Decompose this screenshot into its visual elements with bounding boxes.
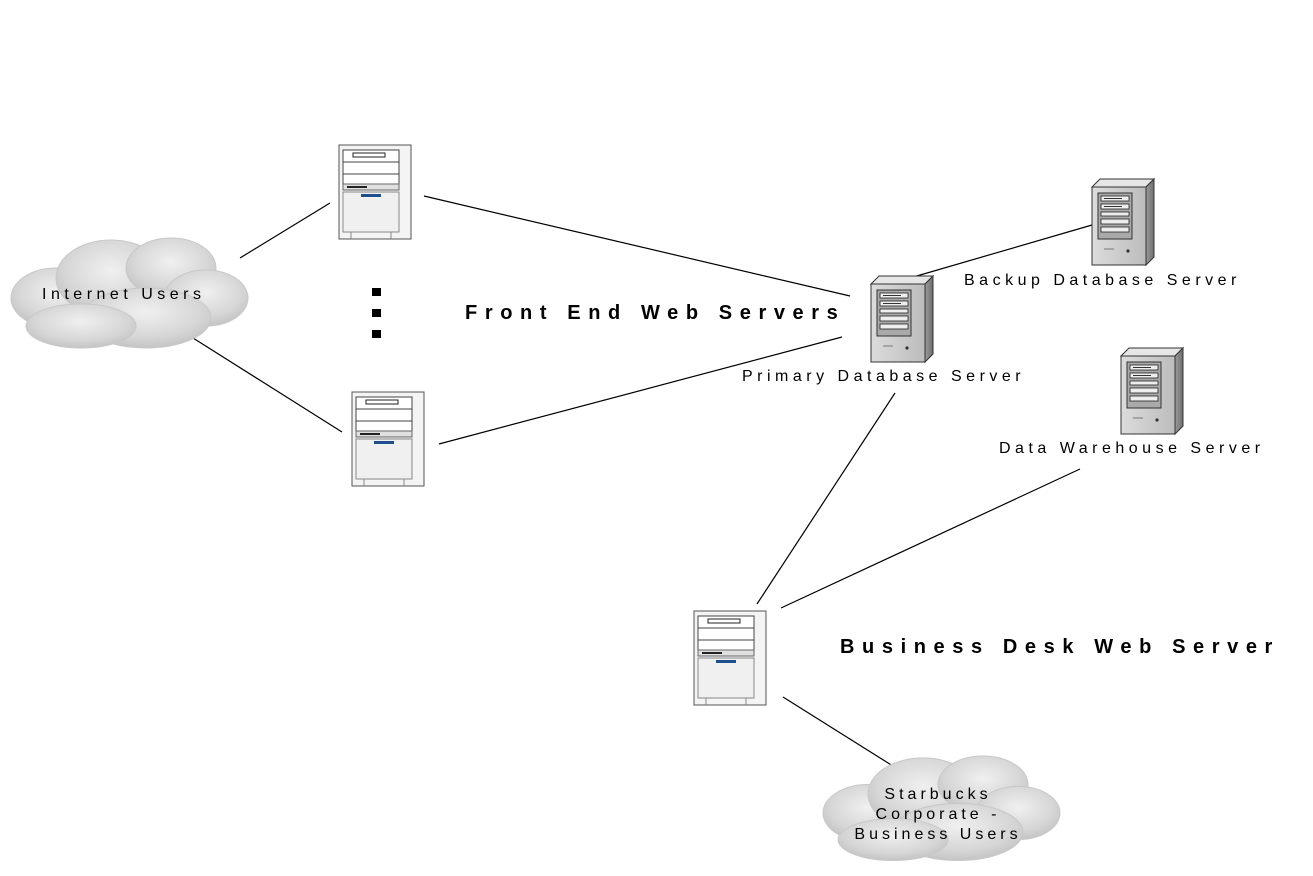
data-warehouse-server-label: Data Warehouse Server (999, 440, 1265, 457)
tower-server-icon (1120, 347, 1184, 435)
vertical-ellipsis-icon (372, 288, 381, 338)
web-server-icon (338, 144, 412, 240)
primary-database-server-label: Primary Database Server (742, 368, 1026, 385)
internet-users-label: Internet Users (42, 286, 206, 303)
link-primarydb-businessdesk (756, 392, 896, 605)
link-internet-webserver-top (239, 202, 331, 259)
link-webserver-top-primarydb (423, 195, 851, 297)
starbucks-label-line2: Corporate - (875, 806, 1001, 823)
front-end-web-servers-label: Front End Web Servers (465, 302, 846, 324)
connection-lines (192, 195, 1093, 779)
business-desk-web-server-label: Business Desk Web Server (840, 636, 1280, 658)
tower-server-icon (1091, 178, 1155, 266)
starbucks-corporate-label: Starbucks Corporate - Business Users (820, 785, 1056, 845)
starbucks-label-line3: Business Users (854, 826, 1022, 843)
backup-database-server-label: Backup Database Server (964, 272, 1241, 289)
tower-server-icon (870, 275, 934, 363)
link-webserver-bottom-primarydb (438, 336, 843, 445)
web-server-icon (351, 391, 425, 487)
link-internet-webserver-bottom (192, 337, 343, 433)
link-primarydb-backupdb (902, 224, 1093, 281)
web-server-icon (693, 610, 767, 706)
link-datawarehouse-businessdesk (780, 468, 1081, 609)
starbucks-label-line1: Starbucks (884, 786, 992, 803)
